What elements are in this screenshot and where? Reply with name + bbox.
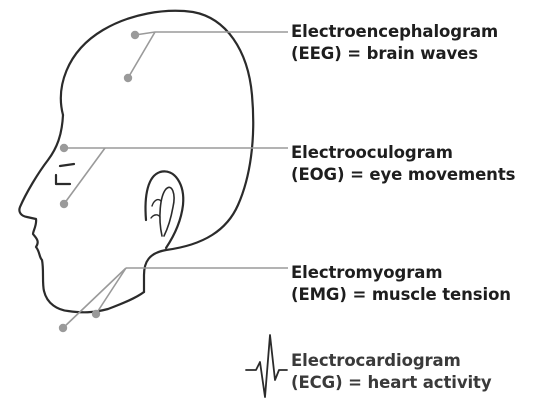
face-outline	[18, 113, 146, 314]
ear-detail	[150, 198, 162, 219]
leader-lines	[62, 31, 288, 329]
emg-label: Electromyogram (EMG) = muscle tension	[291, 262, 511, 306]
eye	[54, 173, 72, 186]
eog-description: (EOG) = eye movements	[291, 165, 516, 184]
eyebrow	[58, 162, 76, 168]
electrodes	[58, 30, 140, 333]
eog-electrode-2	[59, 199, 69, 209]
eog-leader-line-2	[63, 147, 106, 205]
eeg-leader-line-2	[127, 31, 156, 79]
ecg-name: Electrocardiogram	[291, 351, 461, 370]
eeg-leader-line	[134, 31, 288, 36]
eeg-name: Electroencephalogram	[291, 22, 499, 41]
eog-electrode-1	[59, 143, 69, 153]
eeg-electrode-1	[130, 30, 140, 40]
eog-label: Electrooculogram (EOG) = eye movements	[291, 142, 515, 186]
eeg-label: Electroencephalogram (EEG) = brain waves	[291, 21, 498, 65]
emg-electrode-1	[58, 323, 68, 333]
ecg-label: Electrocardiogram (ECG) = heart activity	[291, 350, 492, 394]
emg-leader-line-2	[62, 267, 127, 329]
emg-description: (EMG) = muscle tension	[291, 285, 511, 304]
ecg-waveform-icon	[245, 334, 288, 398]
head-outline	[59, 9, 255, 294]
emg-name: Electromyogram	[291, 263, 443, 282]
ecg-description: (ECG) = heart activity	[291, 373, 492, 392]
ear-outer	[144, 170, 185, 250]
emg-leader-line-3	[95, 267, 127, 315]
eog-name: Electrooculogram	[291, 143, 453, 162]
emg-electrode-2	[91, 309, 101, 319]
eeg-electrode-2	[123, 73, 133, 83]
ear-inner	[159, 186, 175, 237]
head-profile-icon	[18, 9, 255, 314]
eeg-description: (EEG) = brain waves	[291, 44, 478, 63]
